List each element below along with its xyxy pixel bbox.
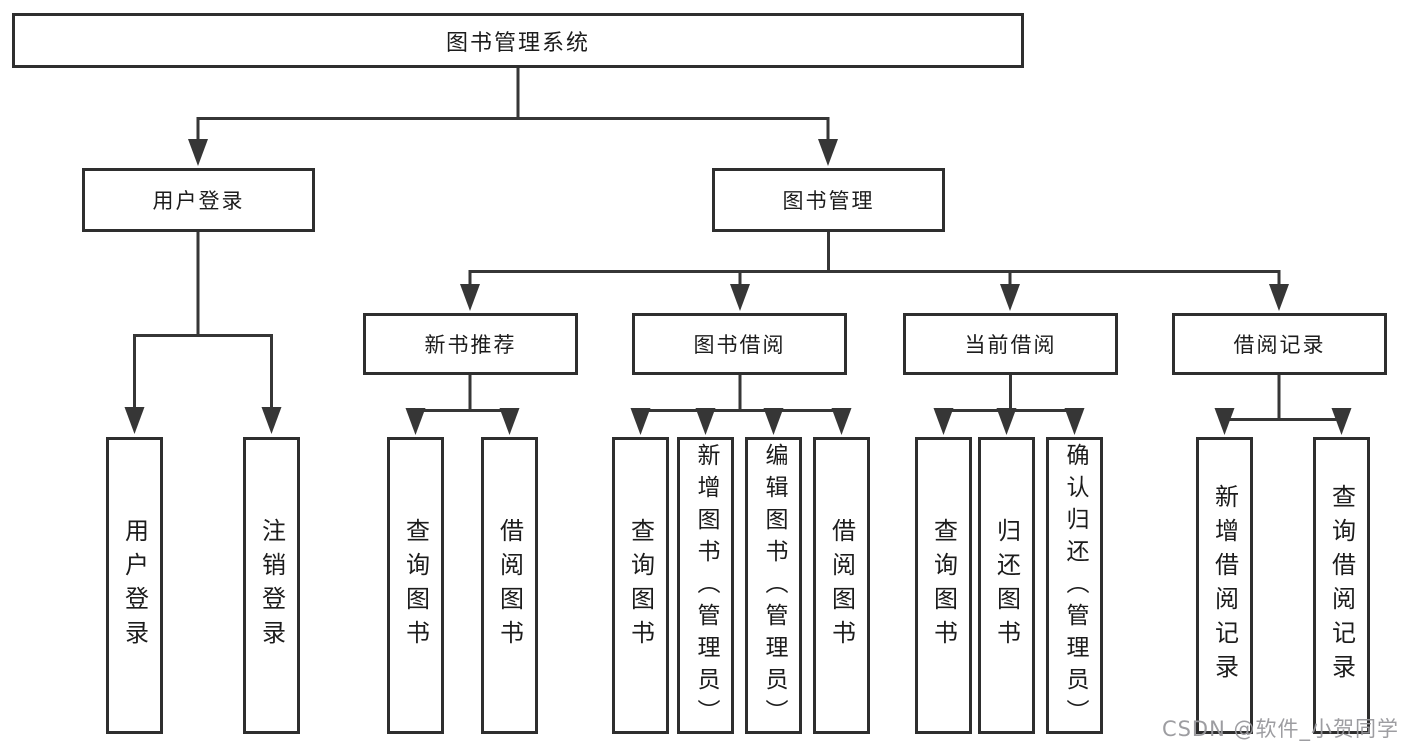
watermark: CSDN @软件_小贺同学 <box>1161 717 1399 741</box>
leaf-confirm-return-admin: 确认归还（管理员） <box>1046 437 1103 734</box>
leaf-recommend-borrow-books-label: 借阅图书 <box>495 517 524 654</box>
node-book-management-label: 图书管理 <box>782 189 875 213</box>
leaf-logout-label: 注销登录 <box>257 517 286 654</box>
leaf-borrowing-query-books: 查询图书 <box>612 437 669 734</box>
leaf-add-books-admin: 新增图书（管理员） <box>677 437 734 734</box>
node-book-borrowing: 图书借阅 <box>632 313 847 375</box>
leaf-recommend-borrow-books: 借阅图书 <box>481 437 538 734</box>
node-new-book-recommendation-label: 新书推荐 <box>424 333 517 357</box>
leaf-confirm-return-admin-label: 确认归还（管理员） <box>1062 443 1088 731</box>
leaf-return-books: 归还图书 <box>978 437 1035 734</box>
node-borrowing-records: 借阅记录 <box>1172 313 1387 375</box>
leaf-add-borrow-record-label: 新增借阅记录 <box>1210 483 1239 688</box>
leaf-recommend-query-books-label: 查询图书 <box>401 517 430 654</box>
leaf-borrowing-query-books-label: 查询图书 <box>626 517 655 654</box>
leaf-borrowing-borrow-books: 借阅图书 <box>813 437 870 734</box>
node-borrowing-records-label: 借阅记录 <box>1233 333 1326 357</box>
leaf-edit-books-admin-label: 编辑图书（管理员） <box>761 443 787 731</box>
leaf-query-borrow-record: 查询借阅记录 <box>1313 437 1370 734</box>
leaf-add-borrow-record: 新增借阅记录 <box>1196 437 1253 734</box>
leaf-add-books-admin-label: 新增图书（管理员） <box>693 443 719 731</box>
node-user-login-label: 用户登录 <box>152 189 245 213</box>
leaf-user-login: 用户登录 <box>106 437 163 734</box>
leaf-recommend-query-books: 查询图书 <box>387 437 444 734</box>
leaf-current-query-books-label: 查询图书 <box>929 517 958 654</box>
leaf-logout: 注销登录 <box>243 437 300 734</box>
leaf-user-login-label: 用户登录 <box>120 517 149 654</box>
leaf-query-borrow-record-label: 查询借阅记录 <box>1327 483 1356 688</box>
leaf-borrowing-borrow-books-label: 借阅图书 <box>827 517 856 654</box>
node-book-management: 图书管理 <box>712 168 945 232</box>
node-library-system: 图书管理系统 <box>12 13 1024 68</box>
node-new-book-recommendation: 新书推荐 <box>363 313 578 375</box>
node-current-borrowing-label: 当前借阅 <box>964 333 1057 357</box>
leaf-current-query-books: 查询图书 <box>915 437 972 734</box>
leaf-edit-books-admin: 编辑图书（管理员） <box>745 437 802 734</box>
node-current-borrowing: 当前借阅 <box>903 313 1118 375</box>
node-user-login: 用户登录 <box>82 168 315 232</box>
node-book-borrowing-label: 图书借阅 <box>693 333 786 357</box>
node-library-system-label: 图书管理系统 <box>445 30 590 56</box>
leaf-return-books-label: 归还图书 <box>992 517 1021 654</box>
